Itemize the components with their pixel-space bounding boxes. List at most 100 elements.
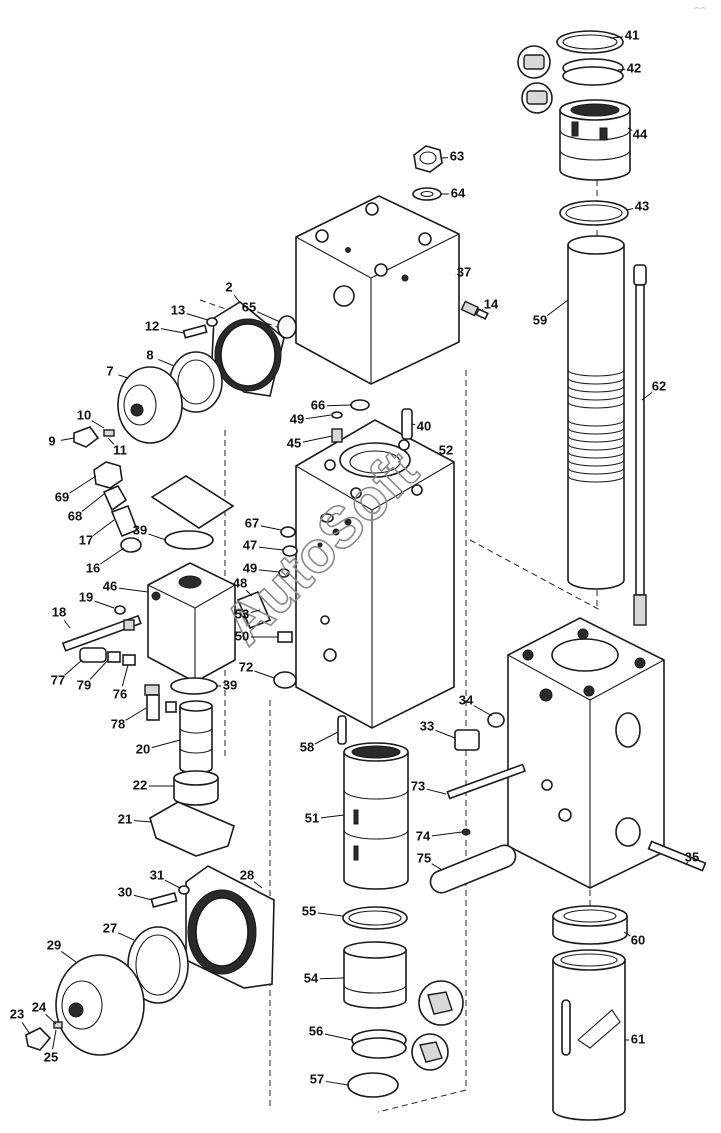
- pins-73-74-75-35: [429, 763, 707, 894]
- piston-59: [567, 235, 625, 590]
- plug-9-10-11: [73, 426, 115, 448]
- leader-16: [100, 547, 125, 565]
- callout-23: 23: [10, 1006, 24, 1021]
- leader-2: [233, 294, 241, 304]
- cover-plate-2: [211, 301, 285, 397]
- leader-34: [473, 705, 493, 717]
- cylinder-sleeve-61: [552, 949, 626, 1121]
- cylinder-block-52: [295, 419, 455, 729]
- callout-9: 9: [48, 433, 55, 448]
- o-ring-55: [342, 906, 408, 930]
- cover-29: [55, 954, 145, 1056]
- callout-17: 17: [79, 532, 93, 547]
- leader-57: [325, 1080, 349, 1086]
- callout-63: 63: [450, 148, 464, 163]
- callout-49: 49: [290, 411, 304, 426]
- seal-ring-42: [562, 58, 624, 86]
- leader-19: [94, 600, 115, 609]
- seal-detail-inset-top: [517, 45, 553, 114]
- callout-74: 74: [416, 828, 431, 843]
- callout-67: 67: [245, 515, 259, 530]
- leader-40: [411, 423, 416, 426]
- callout-59: 59: [533, 312, 547, 327]
- callout-39: 39: [133, 522, 147, 537]
- pin-40: [401, 408, 413, 440]
- callout-14: 14: [484, 296, 499, 311]
- leader-73: [426, 788, 447, 795]
- callout-35: 35: [685, 849, 699, 864]
- callout-79: 79: [77, 677, 91, 692]
- leader-59: [546, 299, 569, 317]
- leader-12: [160, 328, 185, 334]
- callout-69: 69: [55, 489, 69, 504]
- leader-75: [431, 863, 443, 871]
- fittings-45-49: [331, 411, 343, 443]
- leader-69: [69, 475, 97, 494]
- callout-20: 20: [136, 741, 150, 756]
- leader-27: [117, 932, 135, 941]
- callout-58: 58: [300, 739, 314, 754]
- leader-29: [60, 950, 77, 963]
- leader-48: [246, 590, 253, 597]
- plate-21: [149, 801, 235, 857]
- callout-33: 33: [420, 718, 434, 733]
- callout-48: 48: [233, 575, 247, 590]
- callout-29: 29: [47, 937, 61, 952]
- valve-spool-20: [179, 700, 213, 774]
- leader-65: [256, 311, 281, 323]
- o-ring-65: [277, 315, 297, 339]
- nut-63: [413, 145, 443, 173]
- leader-49b: [258, 569, 280, 573]
- leader-43: [625, 208, 634, 211]
- plug-78: [144, 684, 177, 721]
- seal-ring-43: [559, 200, 629, 226]
- callout-76: 76: [113, 686, 127, 701]
- leader-67: [260, 525, 282, 531]
- bolts-18-77-19-79-76: [61, 605, 142, 666]
- leader-60: [623, 931, 631, 937]
- cap-66: [350, 399, 370, 411]
- tie-rod-62: [633, 264, 647, 626]
- callout-31: 31: [150, 867, 164, 882]
- leader-13: [186, 313, 209, 321]
- callout-39b: 39: [223, 677, 237, 692]
- callout-22: 22: [133, 777, 147, 792]
- leader-51: [320, 814, 345, 819]
- callout-61: 61: [631, 1031, 645, 1046]
- piston-grooves: [567, 369, 625, 483]
- o-ring-39-lower: [170, 677, 218, 695]
- front-head-block-37: [295, 195, 460, 385]
- sleeve-51: [343, 742, 409, 890]
- leader-55: [317, 912, 344, 917]
- rear-head-block: [507, 617, 665, 889]
- leader-11: [107, 437, 115, 445]
- callout-52: 52: [439, 442, 453, 457]
- leader-24: [45, 1013, 57, 1025]
- washer-64: [412, 187, 442, 201]
- callout-60: 60: [631, 932, 645, 947]
- callout-72: 72: [239, 659, 253, 674]
- leader-56: [324, 1033, 353, 1041]
- o-ring-57: [347, 1072, 399, 1098]
- leader-45: [302, 435, 333, 443]
- leader-31: [164, 879, 181, 889]
- plug-23-24-25: [25, 1021, 63, 1051]
- seal-27: [127, 926, 189, 1004]
- seal-detail-inset-bottom: [411, 980, 464, 1071]
- fittings-69-68-17: [93, 461, 142, 553]
- leader-9: [60, 437, 75, 441]
- callout-24: 24: [32, 999, 47, 1014]
- leader-lines: [21, 36, 689, 1086]
- leader-74: [431, 831, 463, 837]
- leader-7: [118, 374, 129, 379]
- leader-18: [63, 619, 71, 629]
- leader-68: [81, 493, 105, 512]
- leader-58: [314, 731, 339, 745]
- callout-28: 28: [240, 867, 254, 882]
- callout-50: 50: [235, 628, 249, 643]
- callout-45: 45: [287, 435, 301, 450]
- callout-68: 68: [68, 508, 82, 523]
- o-ring-39-upper: [164, 530, 214, 550]
- callout-27: 27: [103, 920, 117, 935]
- callout-49b: 49: [243, 560, 257, 575]
